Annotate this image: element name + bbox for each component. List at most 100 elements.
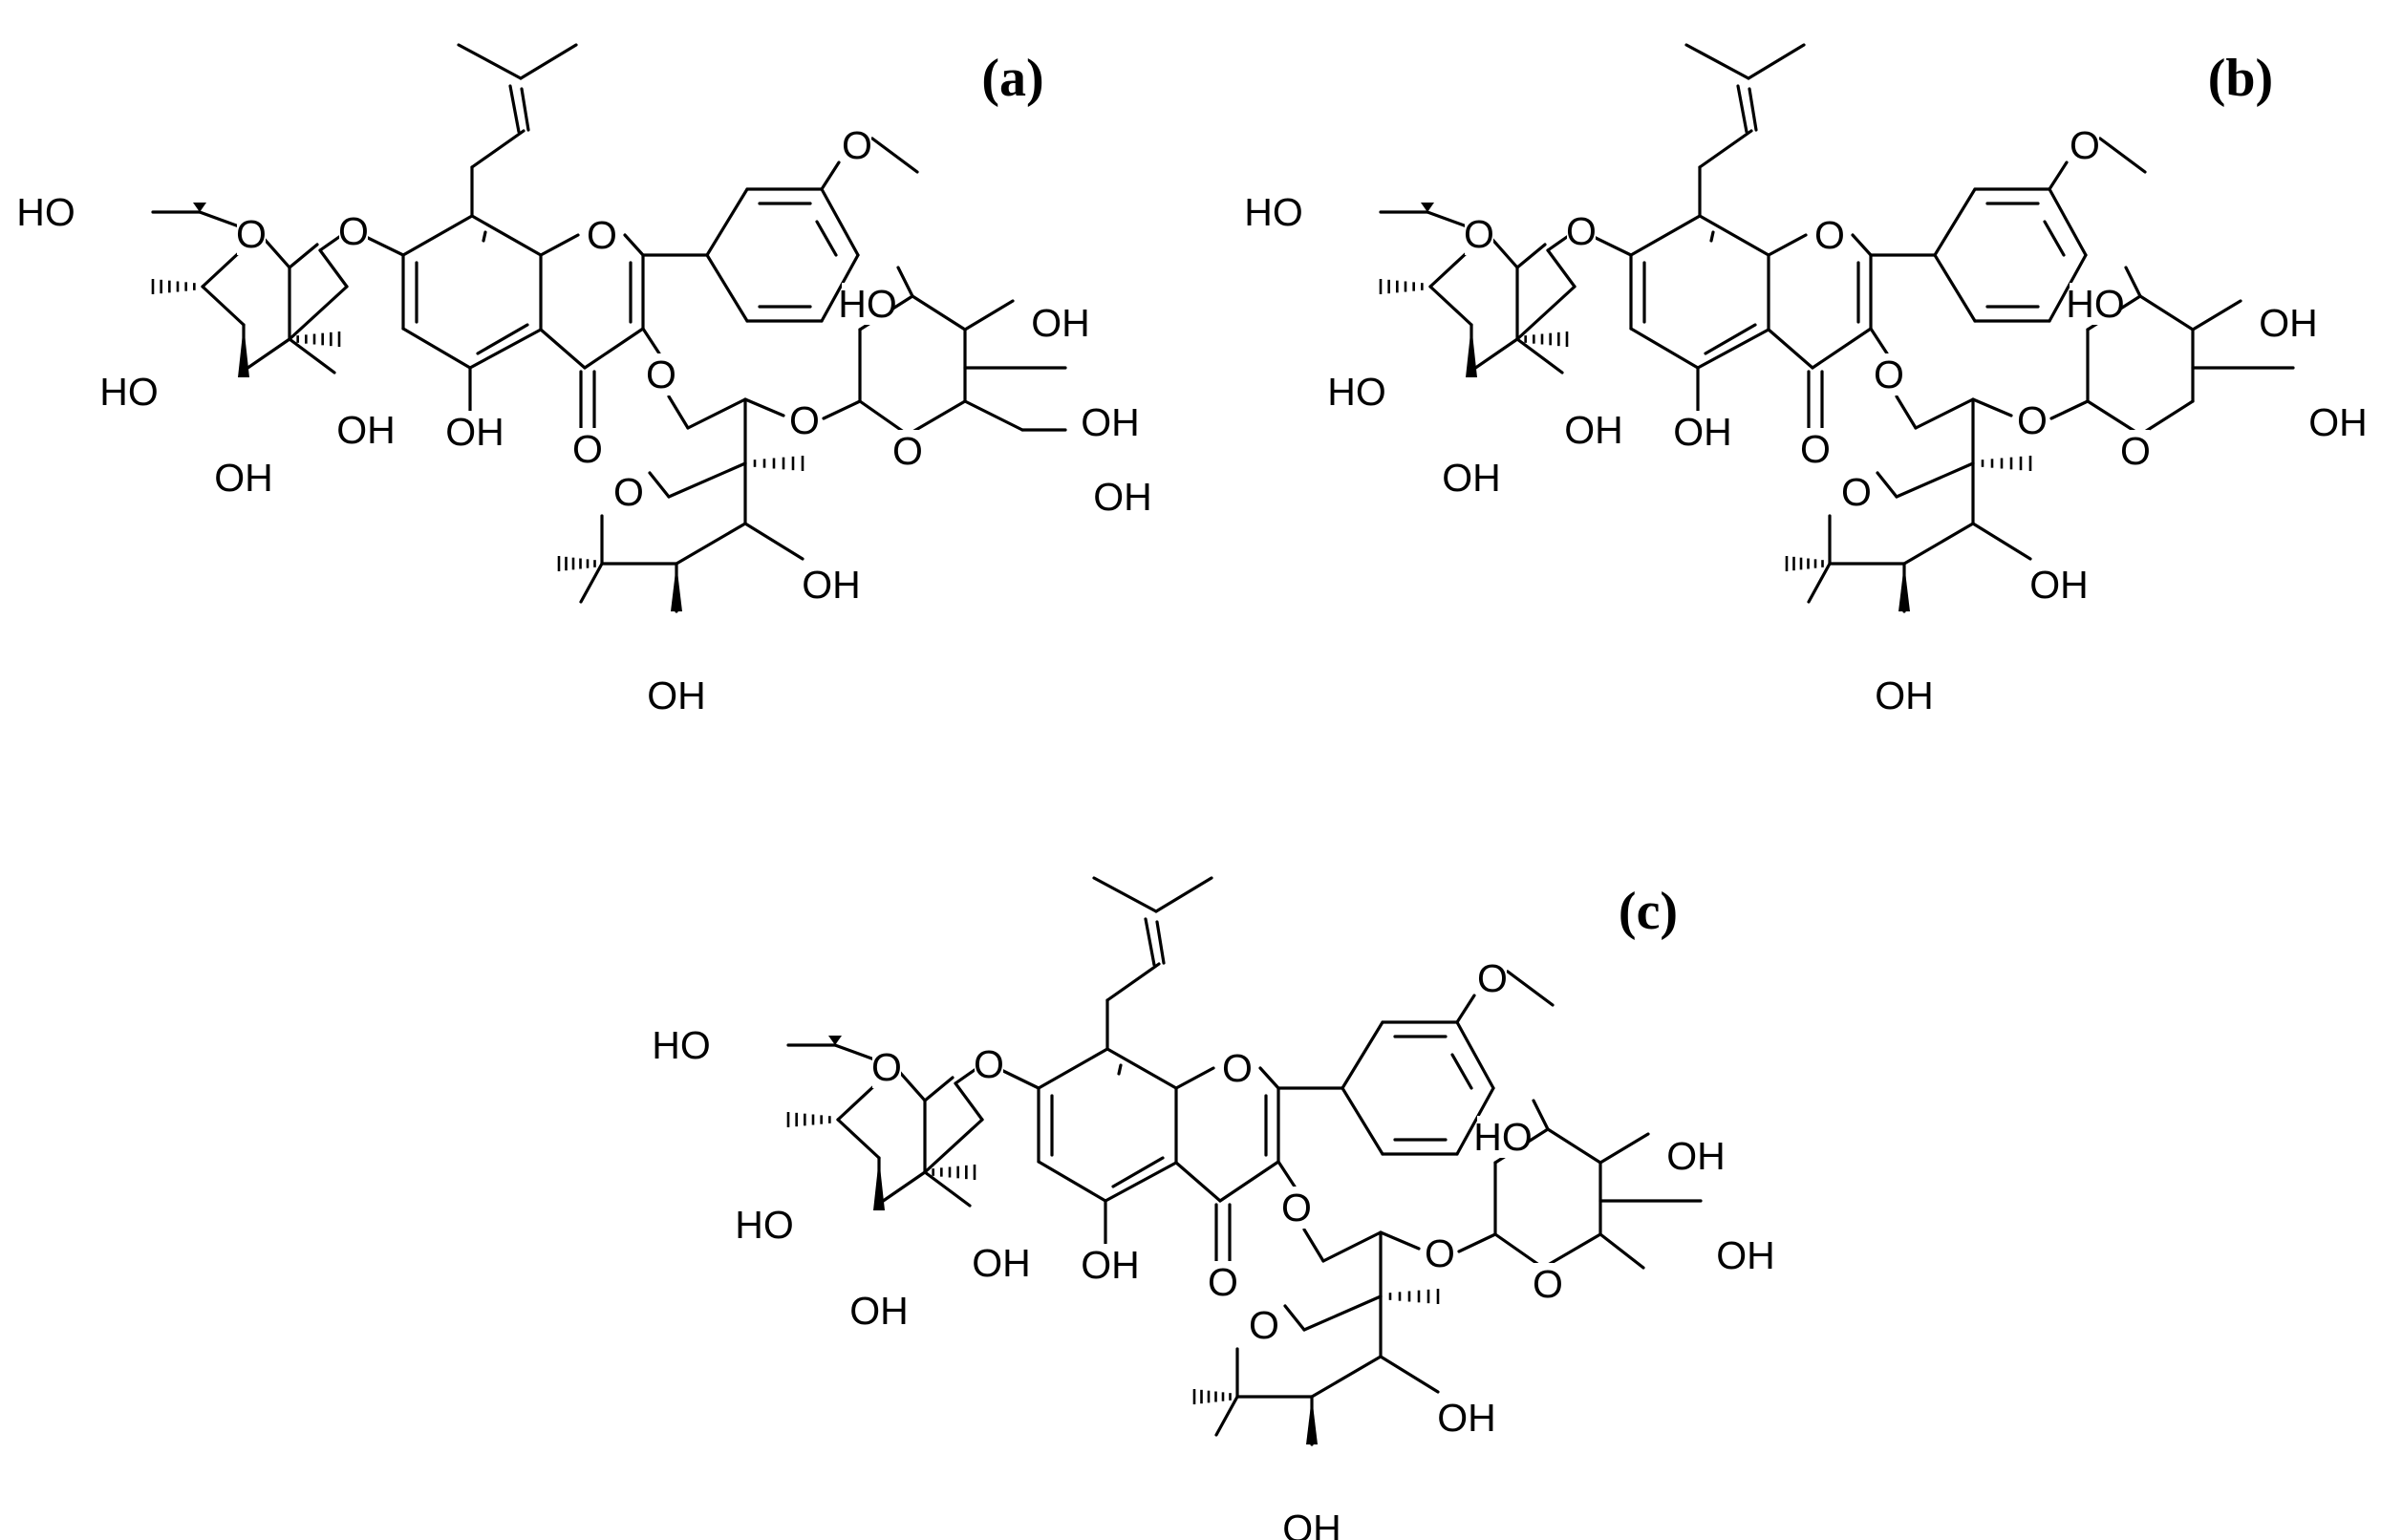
bond	[1379, 1230, 1421, 1251]
bond	[923, 1118, 984, 1174]
bond	[1104, 1161, 1178, 1203]
bond	[1598, 1132, 1650, 1165]
bond	[288, 243, 319, 269]
atom-label: O	[1464, 212, 1494, 256]
atom-label: O	[892, 429, 923, 473]
atom-label-bg	[103, 371, 155, 413]
bond	[401, 214, 474, 257]
atom-label: O	[842, 123, 872, 167]
atom-label: O	[1281, 1186, 1312, 1230]
atom-label: O	[1800, 427, 1831, 471]
bond	[1598, 1232, 1645, 1270]
atom-label-bg	[1097, 476, 1148, 518]
bond	[963, 299, 1015, 332]
bond	[1105, 1047, 1178, 1090]
atom-label: OH	[445, 410, 504, 454]
bond	[1218, 1160, 1280, 1203]
atom-label-bg	[1209, 1261, 1237, 1303]
atom-label-bg	[237, 213, 266, 255]
atom-label-bg	[975, 1043, 1003, 1085]
atom-label-bg	[843, 124, 871, 166]
bond	[1696, 328, 1770, 370]
atom-label: OH	[1442, 456, 1501, 500]
bond	[1450, 1053, 1473, 1090]
wedge-bond	[1466, 325, 1477, 377]
atom-label-bg	[573, 428, 602, 470]
bond	[1469, 337, 1519, 373]
bond	[1258, 1066, 1280, 1090]
bond	[1546, 1127, 1602, 1165]
atom-label-bg	[1878, 674, 1930, 717]
atom-label: O	[338, 209, 369, 253]
bond	[705, 187, 749, 257]
atom-label: O	[613, 470, 644, 514]
bond	[1302, 1228, 1325, 1263]
bond	[520, 87, 530, 132]
atom-label-bg	[1248, 191, 1299, 233]
atom-label: O	[789, 398, 820, 442]
bond	[1455, 1086, 1495, 1156]
bond	[201, 246, 246, 289]
atom-label: OH	[802, 563, 861, 607]
atom-label-bg	[1223, 1047, 1252, 1089]
atom-label: O	[2070, 123, 2100, 167]
atom-label-bg	[1842, 471, 1871, 513]
bond	[2043, 220, 2066, 257]
bond	[1811, 327, 1873, 370]
bond	[1684, 43, 1750, 80]
atom-label-bg	[739, 1204, 790, 1246]
bond	[1748, 87, 1758, 132]
atom-label-bg	[655, 1024, 707, 1066]
atom-label: HO	[838, 282, 897, 326]
atom-label-bg	[2033, 564, 2085, 606]
atom-label-bg	[893, 430, 922, 472]
bond	[1767, 233, 1808, 257]
wedge-bond	[828, 1036, 842, 1045]
bond	[1506, 970, 1555, 1007]
atom-label-bg	[872, 1046, 901, 1088]
bond	[1546, 248, 1577, 289]
bond	[923, 1170, 972, 1208]
atom-label: OH	[1031, 301, 1090, 345]
bond	[1895, 461, 1975, 499]
bond	[954, 1068, 976, 1085]
bond	[1037, 1047, 1109, 1090]
bond	[858, 399, 910, 437]
atom-label: O	[1874, 353, 1904, 396]
atom-label: OH	[849, 1289, 909, 1333]
atom-label-bg	[1815, 214, 1844, 256]
atom-label: O	[1249, 1303, 1279, 1347]
bond	[2191, 299, 2242, 332]
bond	[1933, 187, 1977, 257]
atom-label-bg	[2121, 430, 2150, 472]
atom-label-bg	[218, 457, 269, 499]
atom-label: OH	[1093, 475, 1152, 519]
atom-label: OH	[1875, 674, 1934, 717]
atom-label: HO	[16, 190, 75, 234]
atom-label-bg	[1677, 411, 1728, 453]
bond	[1546, 235, 1569, 252]
bond	[288, 285, 349, 341]
bond	[1428, 285, 1473, 327]
bond	[318, 248, 349, 289]
atom-label-bg	[1426, 1232, 1454, 1274]
bond	[508, 84, 521, 134]
atom-label-bg	[2263, 302, 2314, 344]
atom-label: OH	[647, 674, 706, 717]
atom-label: OH	[1437, 1396, 1496, 1440]
atom-label: O	[1566, 209, 1597, 253]
atom-label: O	[1222, 1046, 1253, 1090]
bond	[583, 327, 645, 370]
atom-label: OH	[1564, 408, 1623, 452]
bond	[1851, 233, 1873, 257]
atom-label-bg	[1084, 1244, 1136, 1286]
bond	[667, 461, 747, 499]
bond	[1302, 1294, 1383, 1332]
atom-label-bg	[976, 1242, 1027, 1284]
bond	[822, 399, 862, 420]
bond	[1629, 214, 1702, 257]
bond	[1515, 243, 1547, 269]
bond	[1698, 129, 1753, 169]
atom-label: OH	[336, 408, 396, 452]
